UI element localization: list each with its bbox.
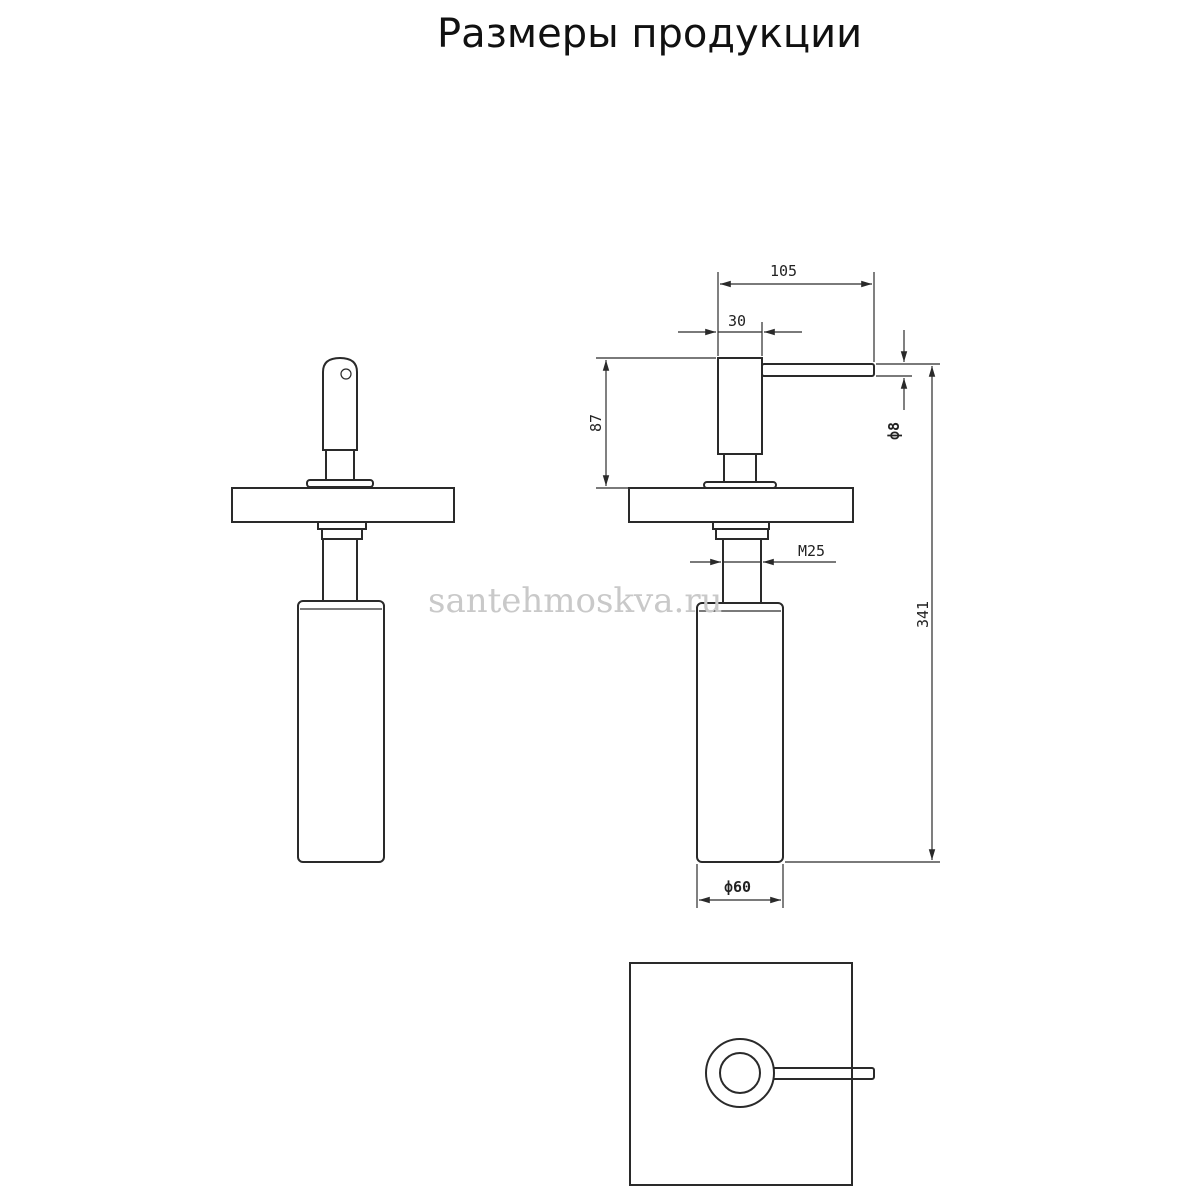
dimension-body-diameter: ф60 [696, 864, 784, 908]
dimension-thread: M25 [690, 542, 836, 566]
dimension-105-label: 105 [770, 262, 797, 280]
dimension-spout-diameter-label: ф8 [885, 422, 903, 440]
dimension-30-label: 30 [728, 312, 746, 330]
dimension-87-label: 87 [587, 414, 605, 432]
dimension-341: 341 [785, 366, 940, 863]
top-view [629, 962, 875, 1186]
dimension-30: 30 [678, 312, 802, 356]
dimension-body-diameter-label: ф60 [724, 878, 751, 896]
dimension-105: 105 [717, 262, 875, 362]
dimension-thread-label: M25 [798, 542, 825, 560]
side-view [628, 357, 875, 863]
dimension-87: 87 [587, 357, 716, 489]
page-title: Размеры продукции [437, 11, 863, 57]
watermark: santehmoskva.ru [428, 581, 723, 621]
dimension-spout-diameter: ф8 [876, 330, 940, 440]
front-view [231, 356, 455, 863]
dimension-341-label: 341 [914, 601, 932, 628]
